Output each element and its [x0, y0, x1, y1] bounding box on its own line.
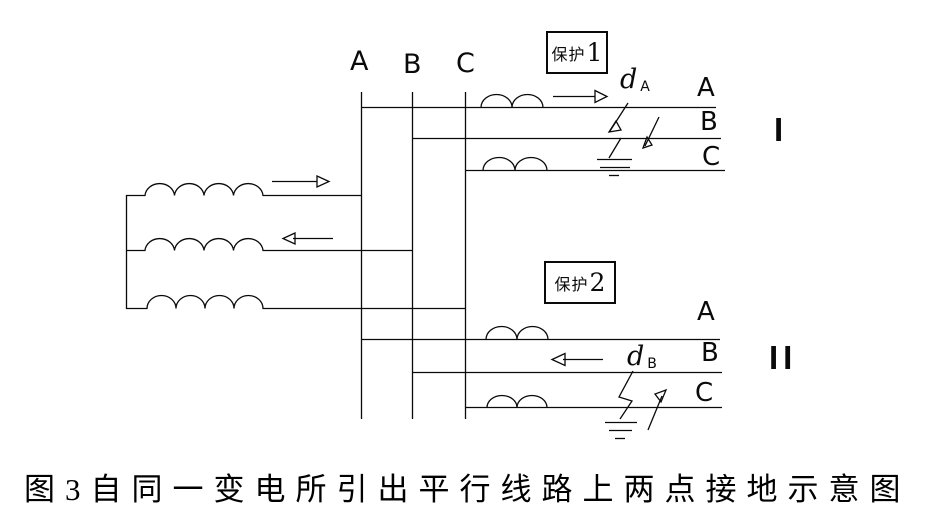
line1-phase-a-label: A	[697, 73, 715, 103]
line2-ct-c-icon	[486, 394, 548, 408]
line1-earth-ground-icon	[597, 158, 632, 177]
line1-fault-arrow-icon	[641, 116, 660, 150]
winding-b-icon	[126, 237, 412, 252]
bus-phase-c-label: C	[456, 48, 475, 79]
line2-numeral: II	[769, 339, 798, 376]
line2-fault-arrow-icon	[647, 388, 668, 431]
figure-caption: 图3自同一变电所引出平行线路上两点接地示意图	[24, 472, 911, 507]
line1-ct-c-icon	[482, 156, 548, 171]
line1-fault-lightning-icon	[607, 102, 629, 159]
line2-ct-a-icon	[485, 325, 549, 340]
winding-a-icon	[126, 182, 361, 197]
line2-fault-lightning-icon	[618, 370, 634, 420]
line2-earth-ground-icon	[605, 421, 637, 440]
line1-conductors	[361, 89, 725, 172]
fault-phase-subscript: B	[647, 356, 657, 372]
winding-c-icon	[126, 294, 465, 310]
line2-phase-a-label: A	[697, 297, 715, 327]
busbar-lines	[360, 92, 467, 419]
winding-current-arrow-right-icon	[272, 174, 331, 189]
fault-phase-subscript: A	[640, 79, 650, 95]
line1-phase-b-label: B	[700, 107, 718, 137]
protection-2-number: 2	[589, 268, 606, 297]
source-windings	[125, 174, 465, 310]
fault-d-letter: d	[620, 64, 638, 95]
line2-phase-b-label: B	[701, 338, 719, 368]
bus-phase-b-label: B	[403, 49, 422, 80]
protection-1-number: 1	[586, 38, 603, 67]
line1-current-arrow-right-icon	[553, 89, 609, 104]
protection-2-label: 保护	[554, 274, 589, 294]
line2-conductors	[361, 325, 722, 409]
line1-numeral: I	[774, 111, 784, 148]
line2-phase-c-label: C	[695, 378, 714, 408]
line1-phase-c-label: C	[702, 142, 721, 172]
bus-phase-a-label: A	[350, 46, 369, 77]
circuit-diagram	[125, 89, 725, 440]
winding-current-arrow-left-icon	[281, 231, 333, 246]
line2-current-arrow-left-icon	[550, 352, 603, 367]
protection-1-label: 保护	[551, 44, 586, 64]
fault-d-letter: d	[627, 341, 645, 372]
line1-ct-a-icon	[480, 93, 544, 108]
